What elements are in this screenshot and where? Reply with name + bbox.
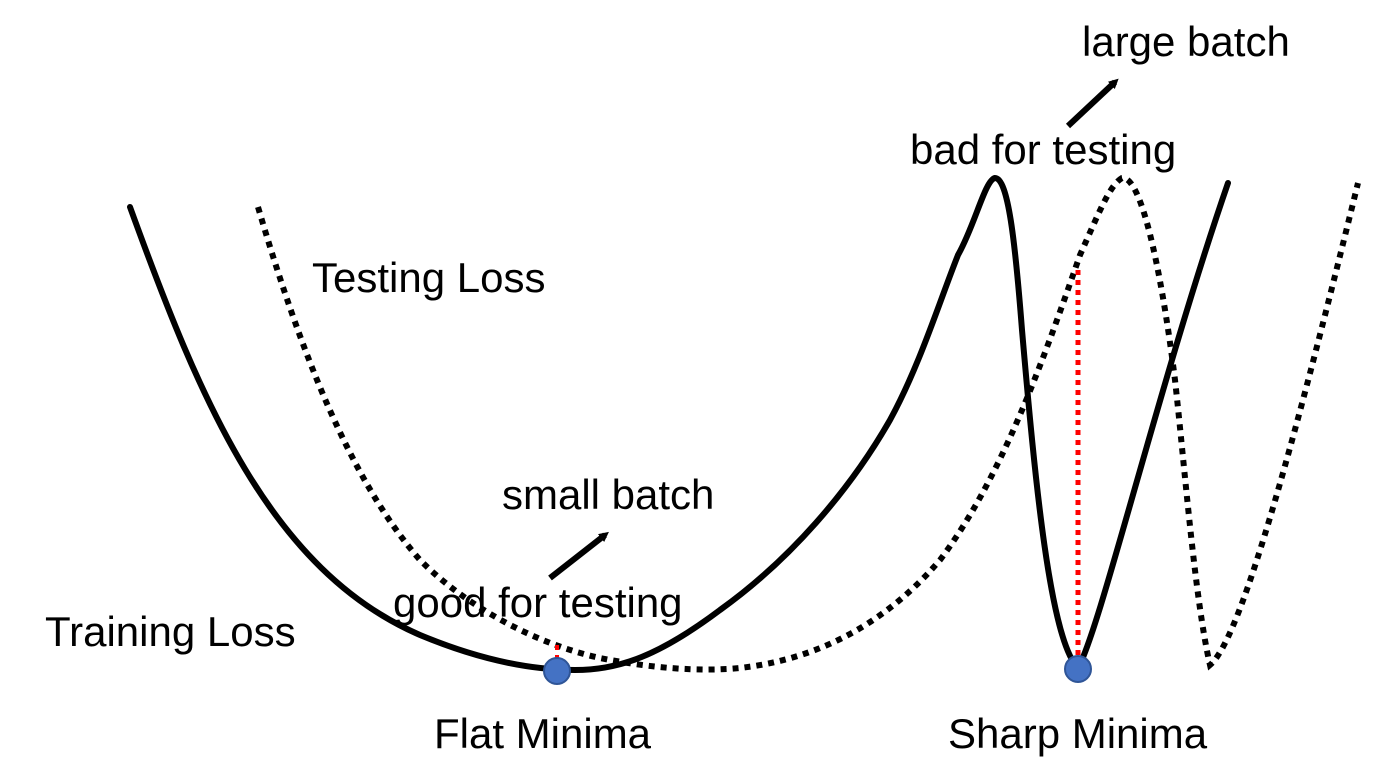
sharp-minima-label: Sharp Minima — [948, 710, 1208, 757]
testing-loss-label: Testing Loss — [312, 254, 545, 301]
small-batch-label: small batch — [502, 471, 714, 518]
testing-loss-curve — [255, 175, 1361, 673]
bad-for-testing-label: bad for testing — [910, 126, 1176, 173]
good-for-testing-label: good for testing — [393, 579, 683, 626]
small-batch-arrow — [548, 531, 609, 581]
flat-minima-label: Flat Minima — [434, 710, 652, 757]
large-batch-label: large batch — [1082, 18, 1290, 65]
large-batch-arrow — [1065, 78, 1119, 129]
training-loss-label: Training Loss — [45, 608, 296, 655]
flat-minima-dot — [543, 657, 571, 685]
sharp-minima-dot — [1064, 655, 1092, 683]
